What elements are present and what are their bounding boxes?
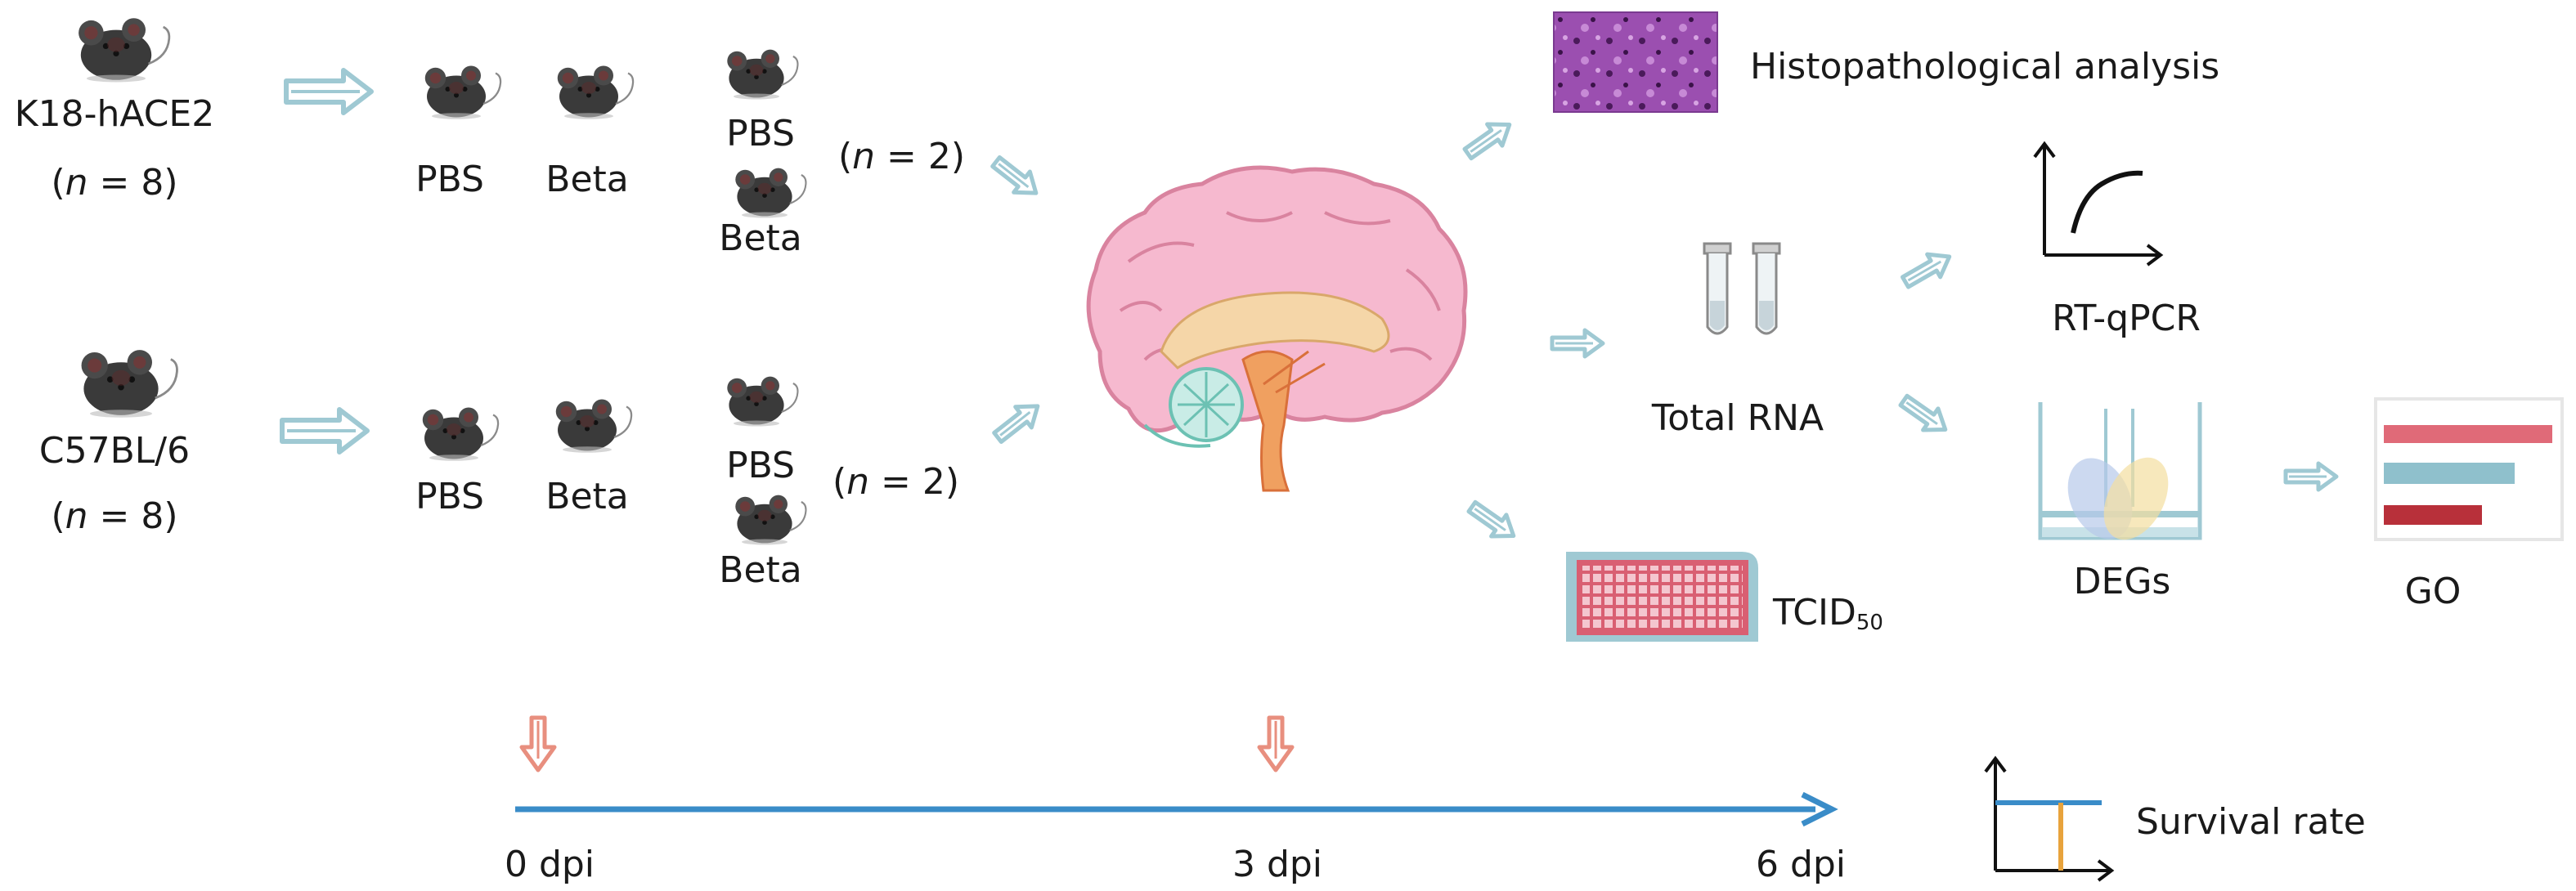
- mouse-icon: [554, 398, 633, 454]
- group-label: PBS: [726, 113, 795, 154]
- arrow-icon: [990, 396, 1046, 447]
- group-label: Beta: [719, 549, 802, 591]
- group-label: Beta: [545, 476, 629, 517]
- arrow-icon: [988, 151, 1044, 203]
- mouse-icon: [77, 16, 171, 83]
- go-bar: [2384, 505, 2482, 525]
- mouse-icon: [556, 65, 635, 120]
- curve-plot-icon: [2033, 141, 2164, 266]
- survival-rate-label: Survival rate: [2136, 801, 2366, 843]
- arrow-icon: [1896, 390, 1953, 441]
- dosing-arrow-icon: [1259, 718, 1292, 770]
- group-label: Beta: [545, 159, 629, 200]
- group-label: PBS: [415, 476, 484, 517]
- bar-chart-icon: [2374, 397, 2564, 541]
- go-bar: [2384, 463, 2515, 484]
- brain-icon: [1086, 165, 1468, 492]
- arrow-icon: [2286, 463, 2336, 490]
- dosing-arrow-icon: [522, 718, 554, 770]
- group-label: PBS: [415, 159, 484, 200]
- arrow-icon: [1899, 245, 1956, 293]
- sample-size-value: 2: [927, 136, 951, 177]
- survival-plot-icon: [1984, 755, 2115, 882]
- go-bar: [2384, 425, 2552, 443]
- tcid-base: TCID: [1773, 592, 1856, 634]
- total-rna-label: Total RNA: [1651, 397, 1824, 439]
- sample-size-label: (n = 2): [838, 136, 966, 177]
- group-label: Beta: [719, 217, 802, 259]
- timeline-tick-label: 3 dpi: [1232, 844, 1323, 885]
- histology-image-icon: [1553, 11, 1718, 113]
- mouse-icon: [734, 494, 807, 546]
- test-tube-icon: [1703, 242, 1732, 335]
- sample-size-value: 2: [922, 461, 945, 503]
- arrow-icon: [1461, 114, 1517, 164]
- arrow-icon: [1465, 496, 1521, 547]
- arrow-icon: [282, 410, 367, 452]
- rt-qpcr-label: RT-qPCR: [2052, 298, 2201, 339]
- tcid50-label: TCID50: [1773, 595, 1883, 634]
- tcid-subscript: 50: [1856, 611, 1883, 635]
- mouse-icon: [424, 65, 502, 120]
- sample-size-label: (n = 8): [51, 495, 178, 537]
- strain-label: C57BL/6: [38, 430, 191, 472]
- sample-size-value: 8: [141, 162, 164, 204]
- timeline-tick-label: 6 dpi: [1755, 844, 1847, 885]
- group-label: PBS: [726, 445, 795, 486]
- mouse-icon: [726, 375, 799, 428]
- arrow-icon: [1552, 330, 1603, 356]
- strain-label: K18-hACE2: [14, 93, 215, 135]
- venn-diagram-icon: [2038, 402, 2202, 540]
- go-label: GO: [2404, 571, 2462, 612]
- degs-label: DEGs: [2073, 561, 2171, 602]
- mouse-icon: [734, 167, 807, 219]
- mouse-icon: [80, 348, 178, 419]
- arrow-icon: [286, 70, 371, 113]
- sample-size-label: (n = 8): [51, 162, 178, 204]
- mouse-icon: [726, 48, 799, 101]
- histopathology-label: Histopathological analysis: [1750, 46, 2220, 87]
- culture-plate-icon: [1566, 552, 1758, 642]
- test-tube-icon: [1752, 242, 1781, 335]
- timeline: [515, 791, 1838, 827]
- sample-size-label: (n = 2): [832, 461, 960, 503]
- sample-size-value: 8: [141, 495, 164, 537]
- mouse-icon: [421, 406, 500, 462]
- timeline-tick-label: 0 dpi: [504, 844, 595, 885]
